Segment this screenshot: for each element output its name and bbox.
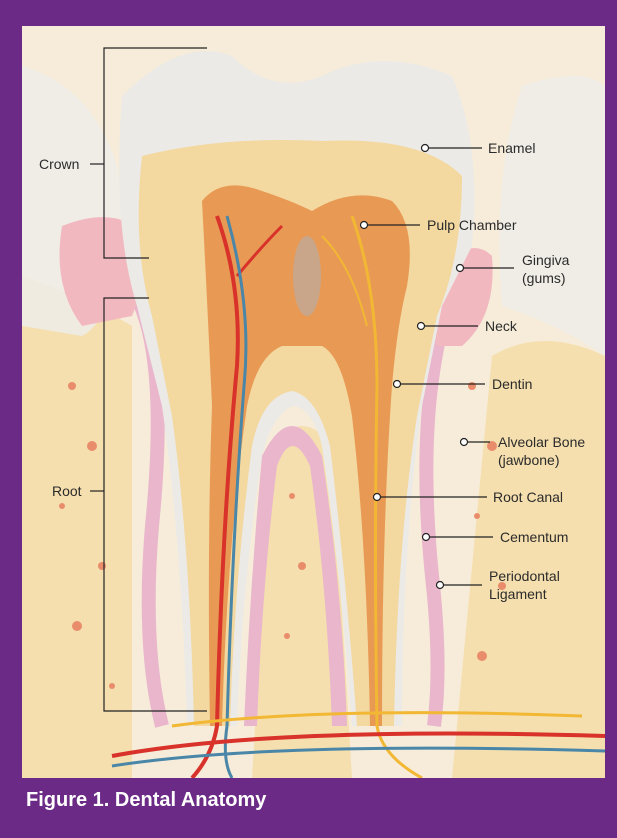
enamel-label: Enamel — [488, 140, 535, 157]
dentin-point — [394, 381, 401, 388]
gingiva-label-line1: Gingiva — [522, 252, 569, 269]
pulp-chamber-label: Pulp Chamber — [427, 217, 517, 234]
cementum-point — [423, 534, 430, 541]
periodontal-label-line2: Ligament — [489, 586, 547, 603]
crown-label: Crown — [39, 156, 79, 173]
root-label: Root — [52, 483, 82, 500]
right-ligament — [426, 326, 442, 726]
alveolar-point — [461, 439, 468, 446]
periodontal-point — [437, 582, 444, 589]
alveolar-bone-left — [22, 276, 132, 778]
enamel-point — [422, 145, 429, 152]
pulp-horn-fibers — [293, 236, 321, 316]
cementum-label: Cementum — [500, 529, 568, 546]
root-canal-label: Root Canal — [493, 489, 563, 506]
neighbor-tooth-right — [500, 76, 606, 356]
alveolar-label-line2: (jawbone) — [498, 452, 559, 469]
root-canal-point — [374, 494, 381, 501]
gingiva-label-line2: (gums) — [522, 270, 566, 287]
gingiva-point — [457, 265, 464, 272]
pulp-chamber-point — [361, 222, 368, 229]
periodontal-label-line1: Periodontal — [489, 568, 560, 585]
figure-caption: Figure 1. Dental Anatomy — [26, 789, 266, 812]
dentin-label: Dentin — [492, 376, 532, 393]
neck-label: Neck — [485, 318, 517, 335]
tooth-illustration — [22, 26, 605, 778]
neck-point — [418, 323, 425, 330]
illustration-panel — [22, 26, 605, 778]
alveolar-label-line1: Alveolar Bone — [498, 434, 585, 451]
